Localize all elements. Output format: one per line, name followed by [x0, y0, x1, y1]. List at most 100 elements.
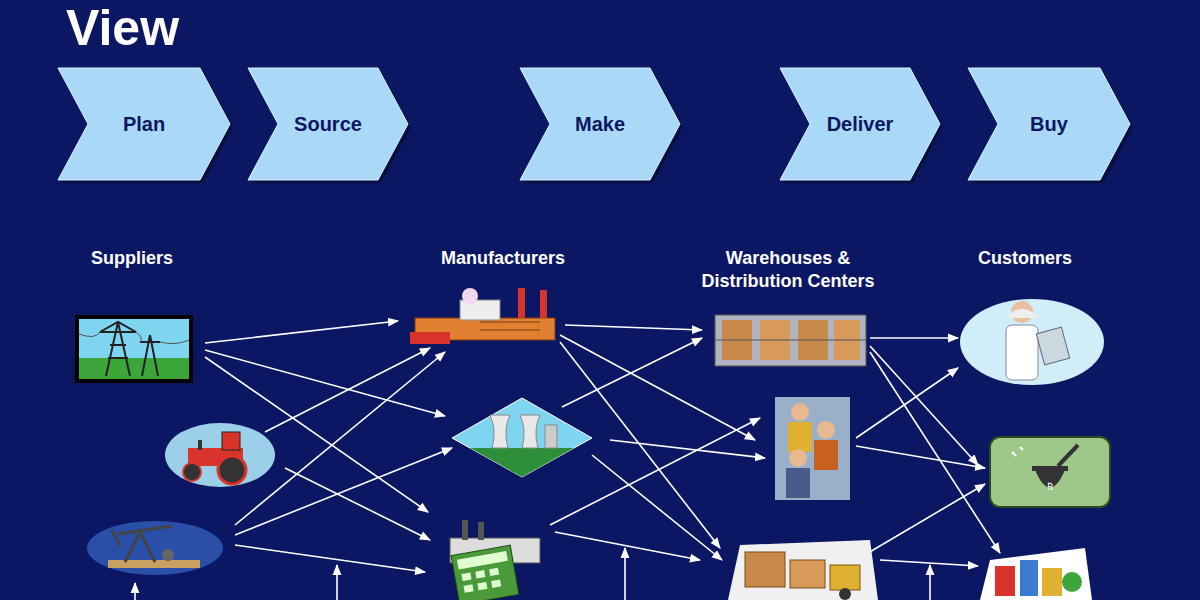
flow-arrows-part: [560, 342, 720, 548]
factory-calculator-icon-part-part: [489, 568, 499, 576]
power-plant-icon-part: [452, 398, 592, 477]
tractor-icon-part: [222, 432, 240, 450]
column-heading: Customers: [925, 247, 1125, 270]
goods-icon: [980, 548, 1092, 600]
warehouse-icon: [715, 315, 866, 366]
tractor-icon: [165, 423, 275, 487]
warehouse-icon-part: [715, 315, 866, 366]
flow-arrows-part: [565, 325, 702, 330]
flow-arrows-part: [868, 484, 985, 553]
rx-glyph: ℞: [1047, 481, 1054, 492]
factory-icon-part: [460, 300, 500, 320]
doctor-icon-part: [1006, 325, 1038, 380]
goods-icon-part: [1020, 560, 1038, 596]
power-plant-icon-part: [470, 448, 574, 477]
power-tower-icon-part: [75, 315, 193, 383]
flow-arrows-part: [856, 368, 958, 438]
workers-icon-part: [814, 440, 838, 470]
doctor-icon-part: [1005, 309, 1040, 318]
oil-pump-icon-part: [87, 521, 223, 575]
flow-arrows-part: [205, 357, 428, 512]
process-chevron: Deliver: [780, 68, 940, 180]
pharmacy-icon-part: [1058, 445, 1078, 466]
process-chevron: Make: [520, 68, 680, 180]
factory-calculator-icon-part-part: [491, 579, 501, 587]
workers-icon-part: [789, 449, 807, 467]
power-tower-icon-part: [100, 322, 136, 376]
flow-arrows-part: [205, 321, 398, 343]
chevron-fill: [520, 68, 680, 180]
forklift-icon-part: [830, 565, 860, 590]
pharmacy-icon: ℞: [990, 437, 1110, 507]
factory-icon-part: [410, 332, 450, 344]
goods-icon-part: [980, 548, 1092, 600]
power-plant-icon: [452, 398, 592, 477]
stage-label: Make: [520, 113, 680, 136]
flow-arrows-part: [134, 583, 136, 600]
pharmacy-icon-part: [1032, 466, 1068, 471]
goods-icon-part: [1042, 568, 1062, 596]
doctor-icon-part: [960, 299, 1104, 385]
forklift-icon-part: [728, 540, 878, 600]
stage-label: Source: [248, 113, 408, 136]
column-heading: Warehouses & Distribution Centers: [675, 247, 901, 294]
workers-icon-part: [788, 422, 812, 452]
stage-label: Deliver: [780, 113, 940, 136]
workers-icon-part: [817, 421, 835, 439]
factory-calculator-icon-part: [457, 551, 512, 593]
doctor-icon-part: [1036, 327, 1069, 365]
factory-calculator-icon-part: [451, 545, 519, 600]
power-tower-icon-part: [79, 358, 189, 379]
factory-calculator-icon-part-part: [477, 582, 487, 590]
power-tower-icon-part: [140, 335, 160, 376]
factory-calculator-icon-part-part: [457, 551, 508, 570]
flow-arrows-part: [562, 338, 702, 407]
oil-pump-icon-part: [162, 549, 174, 561]
flow-arrows-part: [555, 532, 700, 560]
goods-icon-part: [1062, 572, 1082, 592]
doctor-icon: [960, 299, 1104, 385]
factory-icon-part: [540, 290, 547, 318]
process-chevron: Source: [248, 68, 408, 180]
process-chevron: Plan: [58, 68, 230, 180]
power-tower-icon-part: [79, 332, 189, 344]
workers-icon-part: [791, 403, 809, 421]
column-heading: Suppliers: [32, 247, 232, 270]
warehouse-icon-part: [715, 340, 866, 341]
workers-icon-part: [786, 468, 810, 498]
oil-pump-icon-part: [112, 530, 120, 546]
chevron-fill: [248, 68, 408, 180]
power-plant-icon-part: [520, 415, 540, 448]
forklift-icon-part: [790, 560, 825, 588]
tractor-icon-part: [218, 456, 246, 484]
factory-calculator-icon-part-part: [475, 570, 485, 578]
flow-arrows-part: [870, 346, 978, 465]
workers-icon: [775, 397, 850, 500]
power-plant-icon-part: [545, 425, 557, 448]
factory-icon-part: [480, 322, 540, 330]
tractor-icon-part: [165, 423, 275, 487]
factory-calculator-icon-part: [462, 520, 468, 540]
power-plant-icon-part: [490, 415, 510, 448]
factory-calculator-icon-part-part: [461, 573, 471, 581]
chevron-fill: [780, 68, 940, 180]
forklift-icon-part: [839, 588, 851, 600]
flow-arrows: [135, 321, 1000, 600]
factory-calculator-icon-part: [478, 522, 484, 540]
forklift-icon: [728, 540, 878, 600]
flow-arrows-part: [336, 565, 338, 600]
chevron-fill: [968, 68, 1130, 180]
workers-icon-part: [775, 397, 850, 500]
chevron-fill: [58, 68, 230, 180]
flow-arrows-part: [205, 350, 445, 416]
factory-icon-part: [518, 288, 525, 318]
flow-arrows-part: [870, 337, 958, 339]
oil-pump-icon: [87, 521, 223, 575]
factory-icon-part: [462, 288, 478, 304]
flow-arrows-part: [929, 565, 931, 600]
factory-calculator-icon: [450, 520, 540, 600]
tractor-icon-part: [183, 463, 201, 481]
power-tower-icon-part: [79, 319, 189, 379]
flow-arrows-part: [624, 548, 626, 600]
